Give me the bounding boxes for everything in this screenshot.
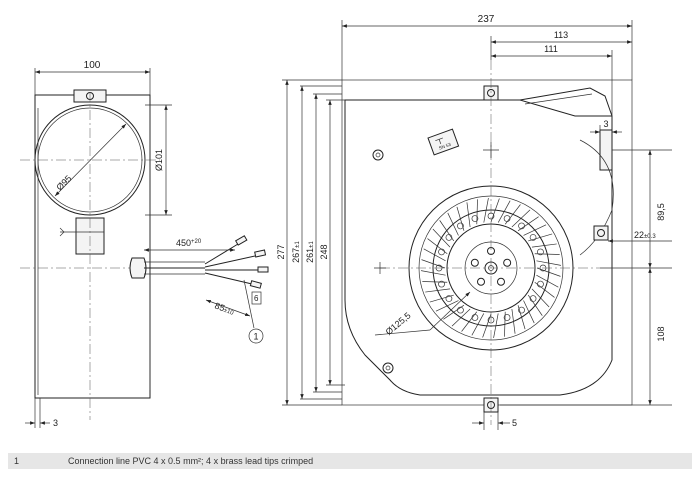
impeller-blade [447, 212, 459, 236]
impeller-rivet [471, 314, 479, 321]
impeller-blade [443, 304, 465, 320]
impeller-blade [471, 313, 485, 336]
impeller-rivet [445, 234, 453, 241]
front-mount-right [593, 225, 609, 241]
dim-front-267: 267±1 [291, 241, 301, 263]
impeller-rivet [518, 306, 525, 314]
hub-bolt [470, 258, 479, 267]
cable-detail: 450+20 85±10 6 1 [129, 235, 269, 344]
cable-lead-2 [204, 255, 256, 268]
front-screw-left [372, 149, 384, 161]
dim-cable-tip: 6 [254, 294, 259, 303]
impeller-blade [504, 204, 521, 225]
front-volute-housing [344, 99, 613, 396]
impeller-blade [456, 206, 465, 231]
impeller-blade [528, 233, 553, 242]
impeller-blade [435, 300, 459, 312]
dim-front-277: 277 [276, 244, 286, 259]
impeller-blade [490, 198, 500, 223]
impeller-rivet [537, 248, 544, 256]
impeller-rivet [537, 280, 544, 288]
dim-outlet-3: 3 [603, 119, 608, 129]
dim-front-22: 22±0.3 [634, 230, 656, 240]
hub-bolt [496, 277, 505, 286]
hub-bolt [503, 258, 512, 267]
impeller-blade [420, 270, 446, 276]
dim-cable-strip: 85±10 [213, 300, 236, 316]
impeller-blade [432, 228, 451, 248]
front-screw-bottom [382, 362, 394, 374]
impeller-blade [451, 308, 471, 327]
impeller-rivet [503, 215, 511, 222]
dim-side-bottom-3: 3 [53, 418, 58, 428]
impeller-rivet [445, 295, 453, 302]
dim-front-248: 248 [319, 244, 329, 259]
cable-lead-1 [204, 243, 239, 265]
impeller-blade [483, 197, 489, 223]
dim-front-113: 113 [554, 30, 568, 40]
dim-front-111: 111 [544, 44, 558, 54]
impeller-blade [531, 288, 550, 308]
dim-front-bottom-5: 5 [512, 418, 517, 428]
impeller-blade [476, 199, 478, 225]
dim-diameter-95: Ø95 [54, 173, 73, 192]
impeller-blade [422, 281, 448, 283]
impeller-blade [523, 300, 535, 324]
impeller-rivet [457, 306, 464, 314]
impeller-blade [439, 220, 455, 242]
impeller-blade [536, 274, 559, 288]
impeller-rivet [529, 295, 537, 302]
impeller-rivet [457, 222, 464, 230]
impeller-blade [536, 267, 561, 277]
front-badge-text: SN 53 [438, 142, 452, 151]
side-view: 100 Ø95 Ø101 3 [20, 60, 172, 428]
legend-number: 1 [14, 456, 20, 466]
impeller-blade [429, 294, 454, 303]
dim-cable-length: 450+20 [176, 238, 202, 248]
impeller-blade [531, 243, 557, 248]
front-outlet [519, 87, 613, 117]
dim-front-89-5: 89,5 [656, 203, 666, 221]
impeller-blade [511, 209, 531, 228]
impeller-blade [504, 311, 506, 337]
dim-width-100: 100 [84, 60, 101, 71]
impeller-blade [517, 216, 539, 232]
impeller-blade [482, 313, 492, 338]
impeller-blade [466, 202, 471, 228]
cable-grommet [129, 257, 147, 279]
callout-1-circle [248, 328, 264, 344]
impeller-blade [423, 248, 446, 262]
cable-lead-4 [204, 272, 253, 285]
hub-bolt [477, 277, 486, 286]
dim-front-261: 261±1 [305, 241, 315, 263]
legend-row: 1 Connection line PVC 4 x 0.5 mm²; 4 x b… [8, 453, 692, 469]
front-view: SN 53 Ø125,5 237 113 111 [276, 14, 672, 430]
impeller-blade [511, 308, 516, 334]
impeller-rivet [529, 234, 537, 241]
callout-1-label: 1 [253, 332, 258, 342]
front-badge: SN 53 [427, 128, 460, 156]
impeller-blade [527, 294, 543, 316]
impeller-blade [534, 281, 555, 298]
impeller-blade [427, 238, 448, 255]
impeller-blade [517, 305, 526, 330]
impeller-blade [461, 311, 478, 332]
dim-front-width-237: 237 [478, 14, 495, 25]
impeller-blade [523, 224, 547, 236]
impeller-rivet [503, 314, 511, 321]
technical-drawing: 100 Ø95 Ø101 3 450+20 [20, 14, 672, 430]
impeller-blade [421, 259, 446, 269]
impeller-rivet [438, 280, 445, 288]
dim-diameter-101: Ø101 [154, 149, 164, 171]
impeller-blade [497, 200, 511, 223]
legend-text: Connection line PVC 4 x 0.5 mm²; 4 x bra… [68, 456, 314, 466]
dim-front-108: 108 [656, 326, 666, 341]
impeller-blade [536, 260, 562, 266]
impeller-rivet [438, 248, 445, 256]
impeller-blade [534, 253, 560, 255]
impeller-rivet [471, 215, 479, 222]
impeller-blade [493, 313, 499, 339]
impeller-blade [425, 288, 451, 293]
impeller-rivet [518, 222, 525, 230]
